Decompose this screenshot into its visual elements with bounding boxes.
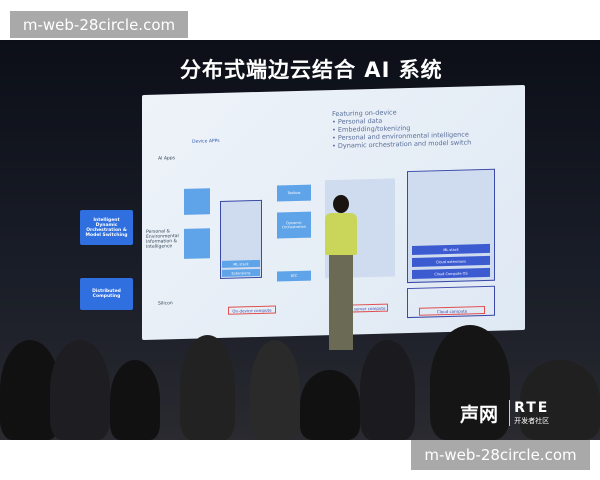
toolbox-box: Toolbox [277,184,311,202]
embedding-box [184,188,210,215]
audience [430,325,510,440]
rtc-box: RTC [277,270,311,282]
extensions-box: Extensions [222,268,260,277]
side-label-orchestration: Intelligent Dynamic Orchestration & Mode… [80,210,133,245]
audience [180,335,235,440]
personal-box [184,228,210,259]
device-apps-label: Device APPs [192,138,220,145]
audience [50,340,110,440]
on-device-compute-label: On-device compute [228,305,276,315]
audience [360,340,415,440]
row-label-ai-apps: AI Apps [158,156,175,162]
speaker [322,195,360,360]
ml-stack-box: ML stack [222,259,260,268]
audience [110,360,160,440]
rte-logo: 声网 RTE 开发者社区 [460,400,549,427]
audience [520,360,600,440]
row-label-silicon: Silicon [158,301,173,307]
orchestration-box: Dynamic Orchestration [277,211,311,239]
audience [300,370,360,440]
logo-rte: RTE [514,400,550,416]
features-list: Featuring on-device • Personal data • Em… [332,106,471,150]
row-label-personal: Personal & Environmental Information & I… [146,229,179,250]
side-label-distributed: Distributed Computing [80,278,133,310]
logo-sub: 开发者社区 [514,417,550,425]
stage-photo: 分布式端边云结合 AI 系统 Intelligent Dynamic Orche… [0,40,600,440]
watermark-top: m-web-28circle.com [10,11,188,38]
logo-brand: 声网 [460,404,499,426]
watermark-bottom: m-web-28circle.com [411,440,590,470]
audience [250,340,300,440]
slide-title: 分布式端边云结合 AI 系统 [180,58,443,82]
